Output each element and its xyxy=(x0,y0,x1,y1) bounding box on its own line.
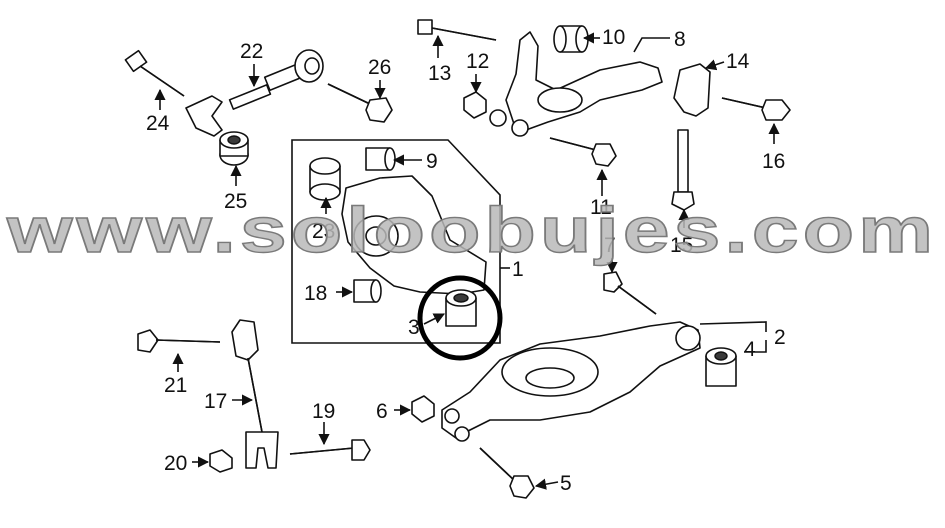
callout-24: 24 xyxy=(146,112,170,135)
bushing-23 xyxy=(309,157,341,201)
callout-3: 3 xyxy=(408,316,420,339)
bushing-25 xyxy=(219,131,249,166)
callout-16: 16 xyxy=(762,150,785,173)
callout-13: 13 xyxy=(428,62,451,85)
callout-23: 23 xyxy=(312,220,335,243)
callout-8: 8 xyxy=(674,28,686,51)
nut-6 xyxy=(411,395,435,423)
callout-18: 18 xyxy=(304,282,327,305)
bolt-11 xyxy=(549,137,617,167)
callout-14: 14 xyxy=(726,50,750,73)
nut-20 xyxy=(209,449,233,473)
callout-10: 10 xyxy=(602,26,625,49)
callout-25: 25 xyxy=(224,190,247,213)
bolt-21 xyxy=(137,329,221,353)
knuckle-1 xyxy=(341,175,487,295)
callout-15: 15 xyxy=(670,234,693,257)
bushing-18 xyxy=(353,279,382,303)
bushing-4 xyxy=(705,347,737,387)
bolt-7 xyxy=(603,271,657,315)
callout-17: 17 xyxy=(204,390,227,413)
callout-2: 2 xyxy=(774,326,786,349)
knuckle-inset-frame xyxy=(291,139,501,344)
bolt-19 xyxy=(289,439,371,461)
callout-11: 11 xyxy=(590,196,612,219)
bolt-13 xyxy=(417,19,497,41)
callout-6: 6 xyxy=(376,400,388,423)
callout-21: 21 xyxy=(164,374,187,397)
bushing-9 xyxy=(365,147,396,171)
callout-22: 22 xyxy=(240,40,263,63)
bolt-15 xyxy=(671,129,695,211)
callout-26: 26 xyxy=(368,56,391,79)
callout-12: 12 xyxy=(466,50,489,73)
stabilizer-link-17 xyxy=(231,319,279,469)
callout-19: 19 xyxy=(312,400,335,423)
callout-4: 4 xyxy=(744,338,756,361)
nut-12 xyxy=(463,91,487,119)
bolt-16 xyxy=(721,97,791,121)
callout-leaders xyxy=(154,32,780,490)
mount-14 xyxy=(673,63,711,117)
lower-arm-2 xyxy=(441,321,701,442)
callout-7: 7 xyxy=(604,234,616,257)
callout-1: 1 xyxy=(512,258,524,281)
bolt-24 xyxy=(124,49,185,97)
callout-5: 5 xyxy=(560,472,572,495)
bolt-26 xyxy=(327,83,393,123)
toe-link-22 xyxy=(185,49,324,137)
callout-9: 9 xyxy=(426,150,438,173)
bushing-10 xyxy=(553,25,589,53)
bolt-5 xyxy=(479,447,535,499)
watermark-text: www.soloobujes.com xyxy=(6,194,937,266)
upper-arm-8 xyxy=(489,31,663,137)
highlight-ring xyxy=(417,275,503,361)
bushing-3 xyxy=(445,289,477,327)
callout-20: 20 xyxy=(164,452,187,475)
